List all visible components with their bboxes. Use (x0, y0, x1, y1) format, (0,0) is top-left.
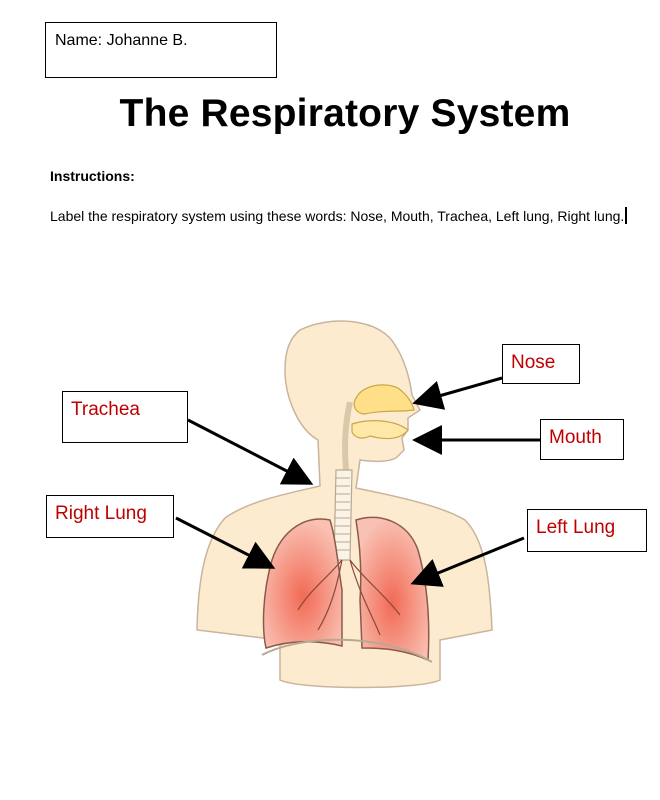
trachea-label: Trachea (71, 399, 140, 420)
student-name: Name: Johanne B. (55, 32, 188, 49)
left-lung-arrow (410, 536, 525, 587)
instructions-text[interactable]: Label the respiratory system using these… (50, 204, 650, 229)
nose-label-box[interactable]: Nose (502, 344, 580, 384)
mouth-label-box[interactable]: Mouth (540, 419, 624, 460)
instructions-heading: Instructions: (50, 168, 135, 184)
left-lung-label-box[interactable]: Left Lung (527, 509, 647, 552)
instructions-body: Label the respiratory system using these… (50, 208, 625, 224)
trachea-label-box[interactable]: Trachea (62, 391, 188, 443)
nose-label: Nose (511, 352, 556, 373)
trachea-arrow (187, 418, 314, 485)
nasal-cavity (353, 384, 415, 415)
text-cursor (625, 207, 628, 224)
right-lung-label: Right Lung (55, 503, 147, 524)
right-lung-arrow (175, 516, 276, 569)
pharynx (342, 401, 353, 471)
mouth-label: Mouth (549, 427, 602, 448)
bronchi (297, 559, 401, 636)
mouth-cavity (351, 420, 409, 440)
page-title: The Respiratory System (119, 92, 571, 135)
trachea-tube (333, 469, 353, 561)
diaphragm (261, 638, 433, 663)
nose-arrow (412, 376, 503, 410)
left-lung-label: Left Lung (536, 517, 616, 538)
right-lung-label-box[interactable]: Right Lung (46, 495, 174, 538)
name-box: Name: Johanne B. (45, 22, 277, 78)
